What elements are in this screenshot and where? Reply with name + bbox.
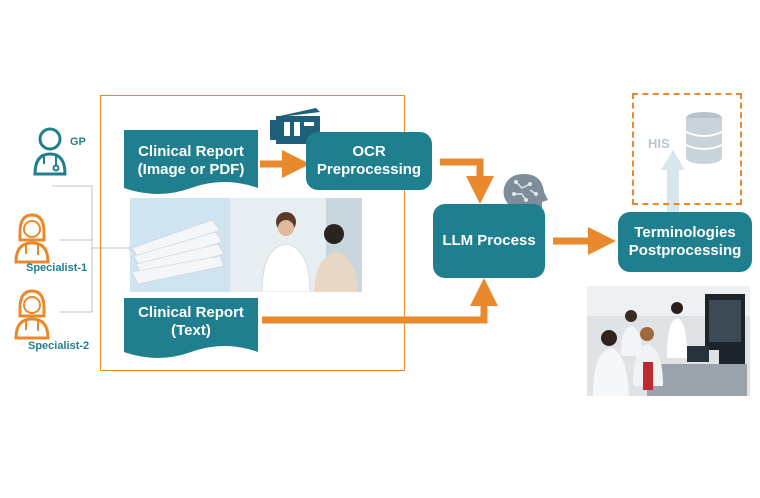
his-frame [632, 93, 742, 205]
terms-line2: Postprocessing [628, 242, 742, 259]
doc-image-report-subtitle: (Image or PDF) [137, 161, 245, 178]
actor-specialist-2 [12, 288, 52, 345]
arrow-text-to-llm [262, 278, 498, 324]
arrow-terms-to-his [661, 150, 685, 212]
actor-specialist-2-label: Specialist-2 [28, 340, 90, 352]
doc-text-report-subtitle: (Text) [171, 322, 211, 339]
clinical-documents-photo [130, 198, 362, 292]
his-label: HIS [648, 136, 670, 151]
doc-image-report-title: Clinical Report [138, 143, 244, 160]
actor-gp-label: GP [70, 136, 86, 148]
database-icon [685, 112, 723, 164]
doc-text-report: Clinical Report (Text) [124, 298, 258, 362]
arrow-ocr-to-llm [440, 158, 494, 204]
actor-specialist-1 [12, 212, 52, 269]
input-reports-frame [100, 95, 405, 371]
ocr-line1: OCR [352, 143, 386, 160]
doctor-icon [14, 289, 50, 340]
llm-process-box: LLM Process [433, 204, 545, 278]
doc-image-report: Clinical Report (Image or PDF) [124, 130, 258, 198]
ocr-line2: Preprocessing [316, 161, 422, 178]
doctor-icon [33, 127, 67, 176]
actor-specialist-1-label: Specialist-1 [26, 262, 88, 274]
terminologies-postprocessing-box: Terminologies Postprocessing [618, 212, 752, 272]
actor-gp [32, 124, 68, 181]
ocr-preprocessing-box: OCR Preprocessing [306, 132, 432, 190]
terms-line1: Terminologies [634, 224, 736, 241]
scanner-icon [270, 108, 320, 144]
llm-label: LLM Process [442, 232, 536, 249]
clinicians-workstation-photo [587, 286, 750, 396]
doctor-icon [14, 213, 50, 264]
doc-text-report-title: Clinical Report [138, 304, 244, 321]
